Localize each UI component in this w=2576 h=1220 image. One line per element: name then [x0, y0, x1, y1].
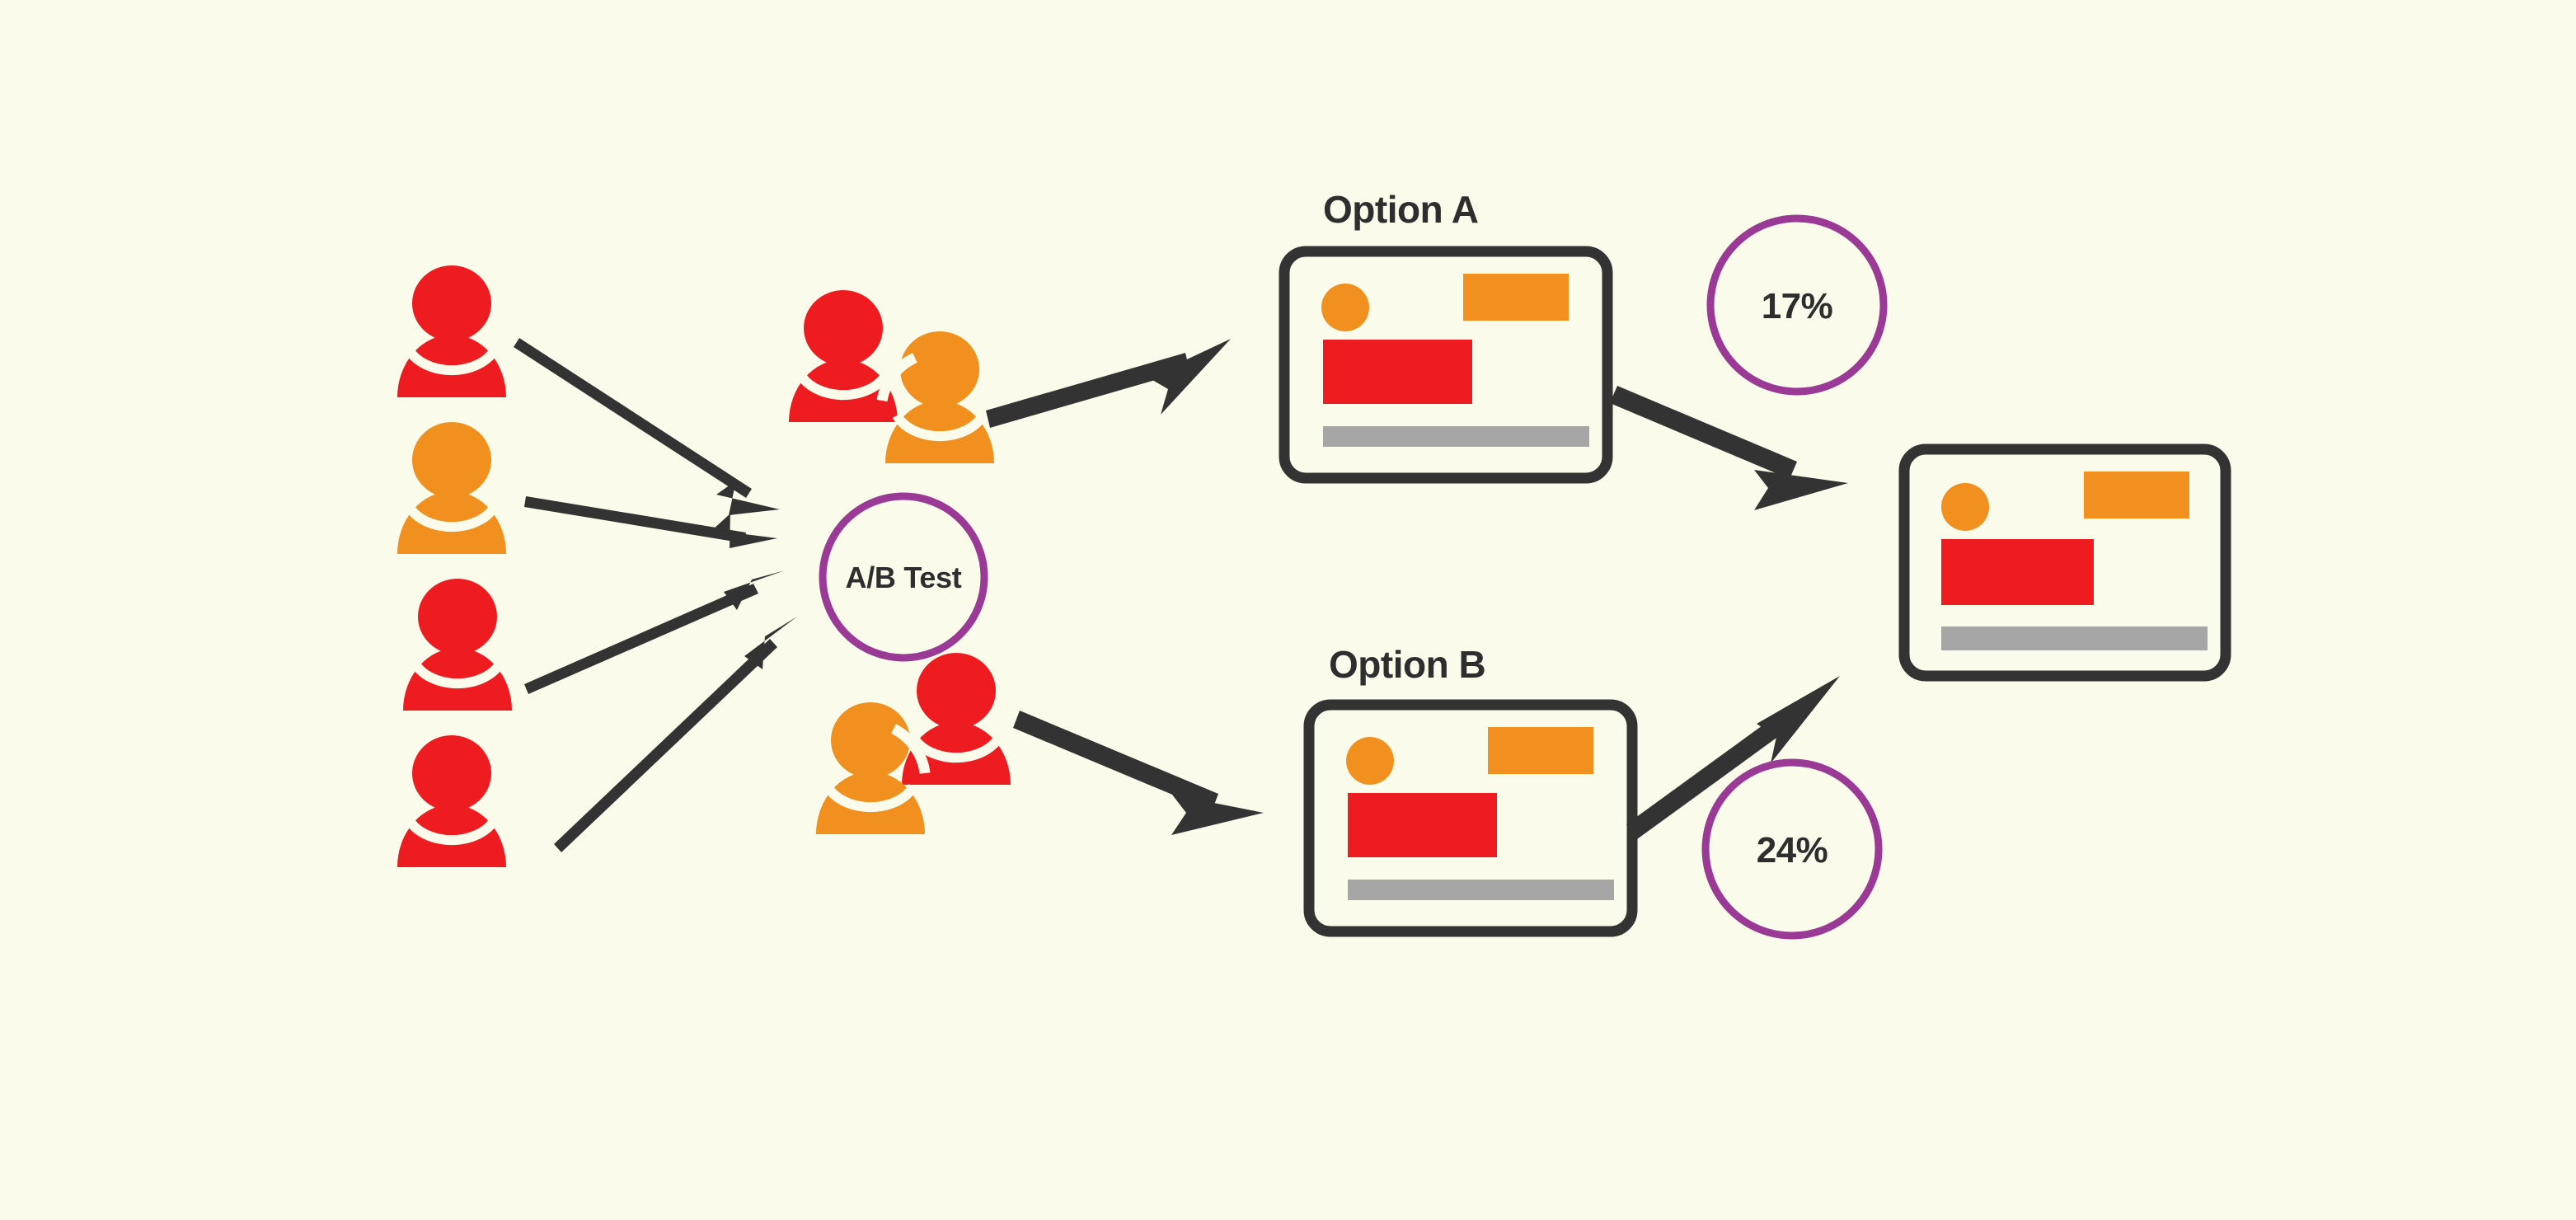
- variant-a-footer-bar: [1323, 426, 1589, 447]
- variant-b-footer-bar: [1348, 880, 1614, 900]
- funnel-arrows: [514, 338, 797, 852]
- variant-a-title: Option A: [1323, 188, 1478, 231]
- conversion-badge-b[interactable]: 24%: [1701, 758, 1883, 940]
- winning-variant-card[interactable]: [1898, 443, 2231, 682]
- person-3: [403, 579, 512, 711]
- variant-a-avatar: [1321, 284, 1369, 331]
- variant-b-avatar: [1346, 737, 1394, 785]
- variant-a-banner: [1463, 274, 1569, 321]
- conversion-badge-a-ring: [1706, 214, 1888, 396]
- result-avatar: [1941, 483, 1989, 531]
- conversion-badge-a-value: 17%: [1762, 286, 1833, 326]
- variant-a-hero: [1323, 340, 1472, 404]
- funnel-arrow-3: [524, 570, 785, 694]
- result-arrows: [1610, 386, 1848, 839]
- person-b-front: [816, 702, 931, 834]
- person-2: [397, 422, 506, 554]
- variant-a[interactable]: Option A: [1279, 188, 1613, 484]
- split-arrow-to-option-a: [986, 339, 1231, 428]
- result-footer-bar: [1941, 626, 2208, 650]
- person-4: [397, 735, 506, 867]
- person-a-front: [876, 331, 994, 463]
- conversion-badge-b-ring: [1701, 758, 1883, 940]
- variant-b-title: Option B: [1329, 643, 1485, 686]
- funnel-arrow-4: [554, 617, 797, 852]
- funnel-arrow-1: [514, 338, 780, 515]
- result-banner: [2084, 472, 2189, 518]
- conversion-badge-b-value: 24%: [1757, 830, 1828, 870]
- variant-b-banner: [1488, 727, 1593, 774]
- ab-test-label: A/B Test: [846, 561, 962, 594]
- person-1: [397, 265, 506, 397]
- group-b-people: [816, 653, 1011, 834]
- split-arrows: [986, 339, 1264, 835]
- audience-people-group: [397, 265, 512, 867]
- result-arrow-from-b: [1626, 676, 1840, 839]
- variant-b-hero: [1348, 793, 1497, 857]
- funnel-arrow-2: [524, 496, 777, 548]
- person-a-back: [789, 290, 898, 422]
- ab-test-ring: [819, 492, 988, 662]
- group-a-people: [789, 290, 994, 463]
- result-hero: [1941, 539, 2094, 605]
- result-arrow-from-a: [1610, 386, 1848, 510]
- split-arrow-to-option-b: [1013, 711, 1264, 835]
- ab-test-hub[interactable]: A/B Test: [819, 492, 988, 662]
- variant-b[interactable]: Option B: [1303, 643, 1638, 937]
- conversion-badge-a[interactable]: 17%: [1706, 214, 1888, 396]
